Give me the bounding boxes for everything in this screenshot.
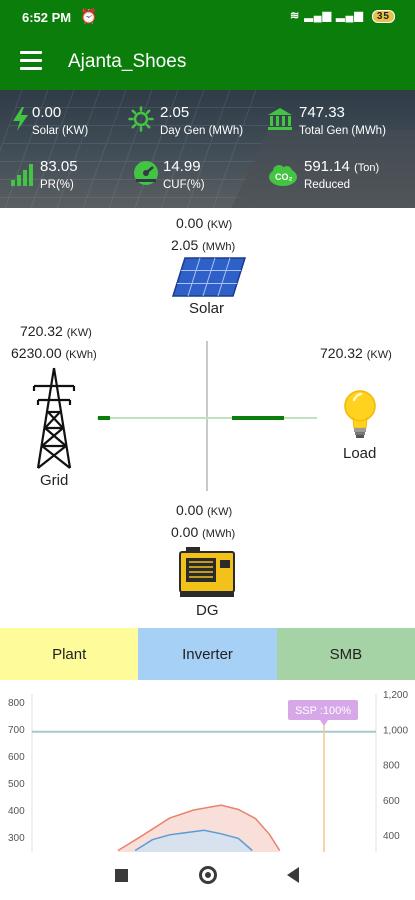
generator-icon[interactable] <box>178 546 236 598</box>
reduced-value: 591.14 <box>304 158 350 175</box>
total-gen-value: 747.33 <box>299 104 345 121</box>
navigation-bar <box>0 852 415 900</box>
reduced-value-row: 591.14 (Ton) <box>304 158 379 175</box>
status-bar: 6:52 PM ⏰ ≋ ▂▄▆ ▂▄▆ 35 <box>0 0 415 34</box>
lightning-icon <box>13 107 28 131</box>
signal-bars-icon <box>11 164 33 186</box>
home-button-icon[interactable] <box>199 866 217 884</box>
annotation-label: SSP :100% <box>295 705 351 717</box>
back-button-icon[interactable] <box>287 867 299 883</box>
tab-plant[interactable]: Plant <box>0 628 139 680</box>
grid-flow-segment <box>98 416 110 420</box>
solar-value: 0.00 <box>32 104 62 121</box>
right-tick-label: 800 <box>383 761 400 772</box>
energy-flow-diagram: 0.00 (KW) 2.05 (MWh) Solar 720.32 (KW) 6… <box>0 208 415 628</box>
annotation-pointer <box>320 720 328 726</box>
bank-icon <box>268 108 292 130</box>
right-tick-label: 1,200 <box>383 690 408 701</box>
pr-label: PR(%) <box>40 179 74 191</box>
left-tick-label: 400 <box>8 806 25 817</box>
gauge-icon <box>134 161 158 185</box>
alarm-icon: ⏰ <box>80 8 98 24</box>
left-tick-label: 800 <box>8 698 25 709</box>
generation-chart: 800 700 600 500 400 300 1,200 1,000 800 600 400 SSP… <box>0 684 415 852</box>
load-flow-segment <box>232 416 284 420</box>
annotation-box <box>288 700 358 720</box>
dg-label: DG <box>196 602 219 619</box>
series-1-line <box>134 829 253 852</box>
vertical-flow-line <box>206 341 208 491</box>
load-power: 720.32 (KW) <box>320 345 392 361</box>
left-tick-label: 500 <box>8 779 25 790</box>
right-tick-label: 600 <box>383 796 400 807</box>
solar-label: Solar <box>189 300 225 317</box>
solar-energy: 2.05 (MWh) <box>171 237 236 253</box>
signal-icon-2: ▂▄▆ <box>336 10 364 22</box>
grid-energy: 6230.00 (KWh) <box>11 345 97 361</box>
battery-icon: 35 <box>371 10 395 23</box>
menu-icon[interactable] <box>20 51 42 71</box>
reduced-label: Reduced <box>304 179 351 191</box>
status-time: 6:52 PM <box>22 10 72 25</box>
lightbulb-icon[interactable] <box>340 388 380 442</box>
cuf-value: 14.99 <box>163 158 201 175</box>
generation-chart-svg: 800 700 600 500 400 300 1,200 1,000 800 600 400 SSP… <box>8 690 408 852</box>
right-tick-label: 400 <box>383 831 400 842</box>
sun-icon <box>128 106 154 132</box>
day-gen-label: Day Gen (MWh) <box>160 125 244 137</box>
app-title: Ajanta_Shoes <box>68 51 187 72</box>
tab-smb[interactable]: SMB <box>276 628 415 680</box>
load-label: Load <box>343 445 377 462</box>
app-bar: Ajanta_Shoes <box>0 34 415 90</box>
grid-label: Grid <box>40 472 69 489</box>
solar-power: 0.00 (KW) <box>176 215 233 231</box>
wifi-icon: ≋ <box>290 10 301 22</box>
stats-banner: 0.00 Solar (KW) 2.05 Day Gen (MWh) 747.3… <box>0 90 415 208</box>
co2-cloud-icon: CO₂ <box>269 165 297 186</box>
left-tick-label: 600 <box>8 752 25 763</box>
dg-power: 0.00 (KW) <box>176 502 233 518</box>
solar-panel-icon[interactable] <box>171 256 247 298</box>
left-tick-label: 300 <box>8 833 25 844</box>
cuf-label: CUF(%) <box>163 179 205 191</box>
system-icons: ≋ ▂▄▆ ▂▄▆ 35 <box>290 9 395 23</box>
pr-value: 83.05 <box>40 158 78 175</box>
series-0-line <box>117 804 281 852</box>
transmission-tower-icon[interactable] <box>30 366 78 470</box>
left-tick-label: 700 <box>8 725 25 736</box>
horizontal-flow-line <box>97 417 317 419</box>
grid-power: 720.32 (KW) <box>20 323 92 339</box>
signal-icon: ▂▄▆ <box>304 10 333 22</box>
reduced-unit: (Ton) <box>354 162 380 174</box>
dg-energy: 0.00 (MWh) <box>171 524 236 540</box>
series-1-area <box>135 830 253 852</box>
recents-button-icon[interactable] <box>115 869 128 882</box>
right-tick-label: 1,000 <box>383 725 408 736</box>
total-gen-label: Total Gen (MWh) <box>299 125 386 137</box>
svg-text:CO₂: CO₂ <box>275 172 293 182</box>
tab-inverter[interactable]: Inverter <box>138 628 277 680</box>
solar-label: Solar (KW) <box>32 125 89 137</box>
tab-bar: Plant Inverter SMB <box>0 628 415 680</box>
day-gen-value: 2.05 <box>160 104 190 121</box>
